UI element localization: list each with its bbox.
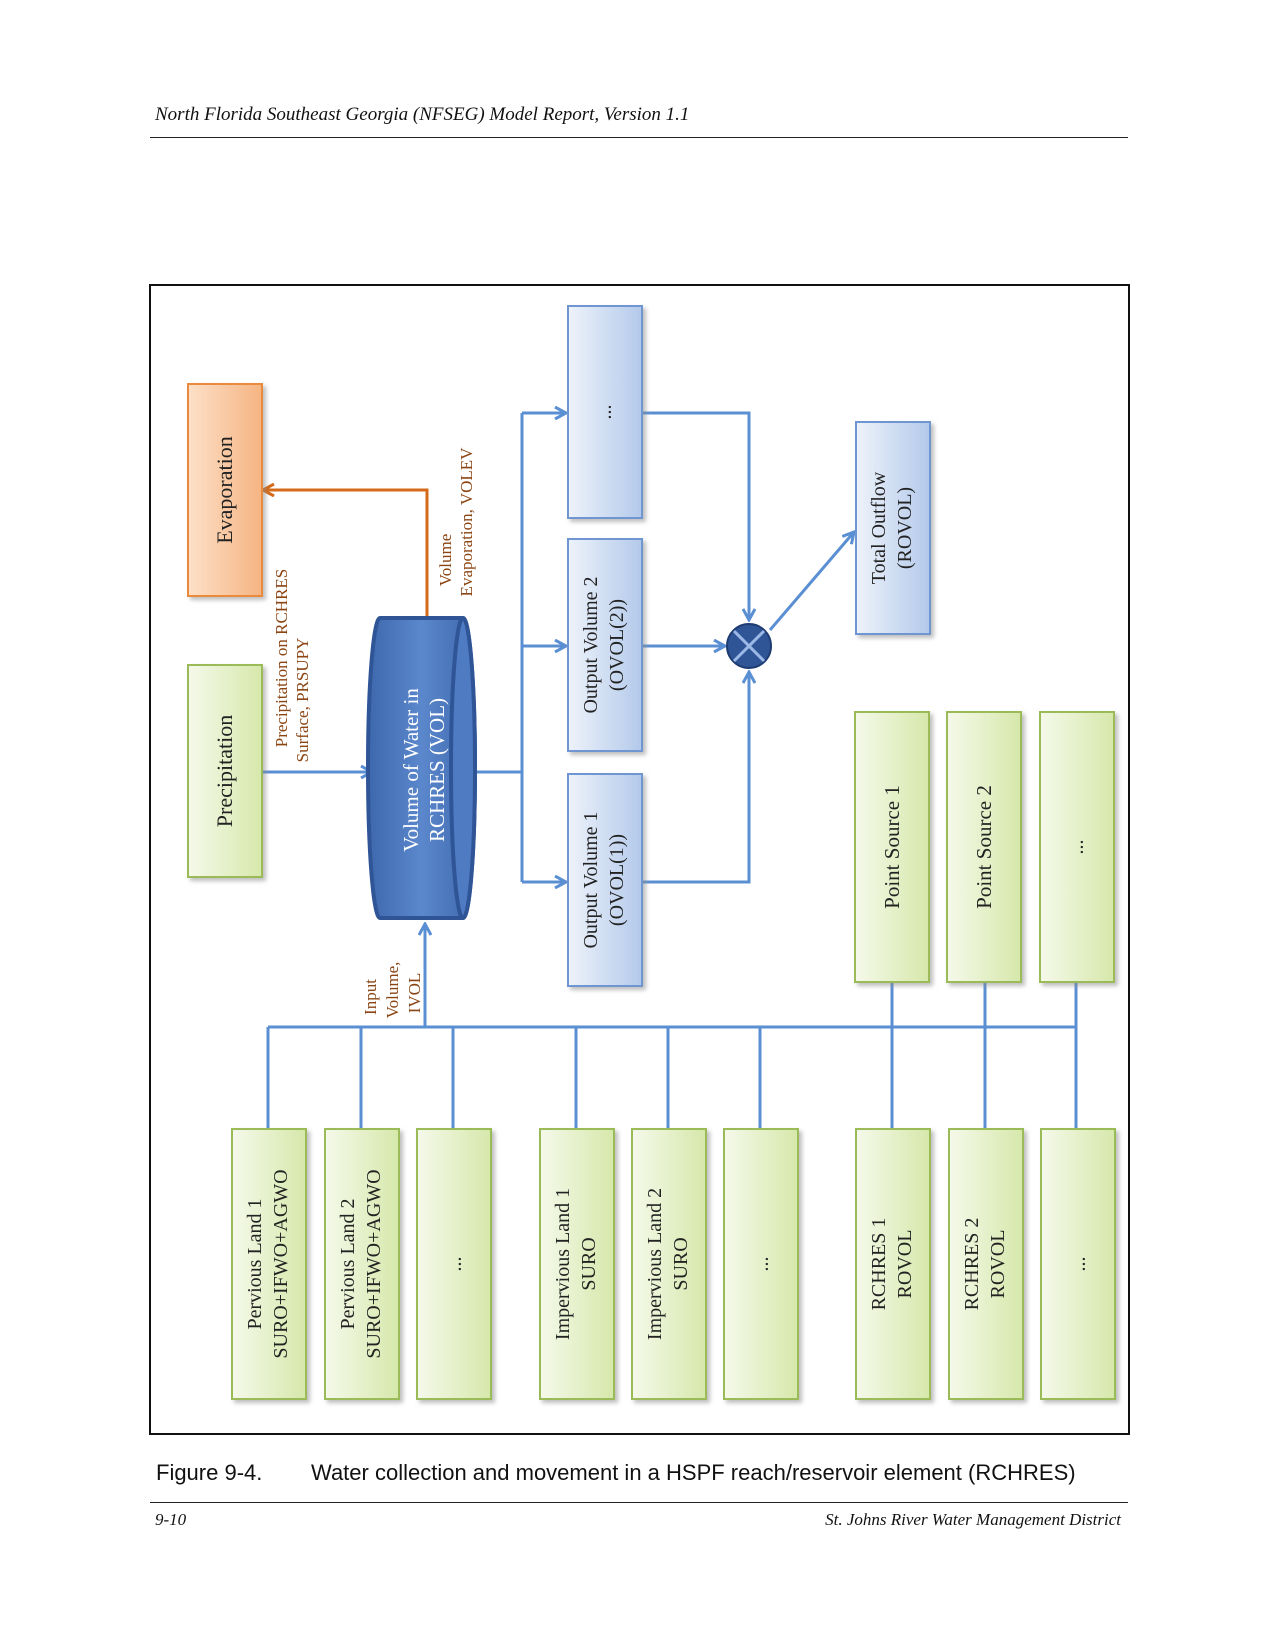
precip-flow-label: Precipitation on RCHRES Surface, PRSUPY (272, 569, 312, 763)
impervious2-label-line2: SURO (670, 1237, 692, 1290)
output-volume-2-box: Output Volume 2 (OVOL(2)) (567, 538, 643, 752)
total-outflow-label-line1: Total Outflow (868, 471, 890, 584)
evap-flow-label-line2: Evaporation, VOLEV (457, 447, 476, 597)
connectors (263, 411, 1078, 1128)
evaporation-arrow (263, 490, 429, 618)
rchres1-label-line1: RCHRES 1 (868, 1218, 890, 1311)
output1-to-junction (643, 672, 749, 884)
output1-label-line2: (OVOL(1)) (606, 834, 628, 926)
rchres1-label-line2: ROVOL (894, 1230, 916, 1299)
output2-label-line2: (OVOL(2)) (606, 599, 628, 691)
point-source-2-box: Point Source 2 (946, 711, 1022, 983)
figure-caption-text: Water collection and movement in a HSPF … (311, 1460, 1076, 1485)
rchres2-label-line1: RCHRES 2 (961, 1218, 983, 1311)
input-flow-label-line3: IVOL (405, 973, 424, 1014)
report-header: North Florida Southeast Georgia (NFSEG) … (155, 104, 690, 125)
input-flow-label: Input Volume, IVOL (361, 962, 424, 1019)
evap-flow-label: Volume Evaporation, VOLEV (436, 447, 476, 597)
output-volume-1-box: Output Volume 1 (OVOL(1)) (567, 773, 643, 987)
input-flow-label-line2: Volume, (383, 962, 402, 1019)
precipitation-label: Precipitation (212, 715, 237, 827)
figure-frame (149, 284, 1130, 1435)
header-rule (150, 137, 1128, 138)
input-flow-label-line1: Input (361, 979, 380, 1015)
pervious2-label-line2: SURO+IFWO+AGWO (363, 1169, 385, 1358)
figure-caption: Figure 9-4. Water collection and movement… (156, 1460, 1076, 1486)
precip-flow-label-line1: Precipitation on RCHRES (272, 569, 291, 748)
point-source-dots-label: ... (1066, 840, 1088, 855)
footer-rule (150, 1502, 1128, 1503)
rchres2-label-line2: ROVOL (987, 1230, 1009, 1299)
output-dots-label: ... (594, 405, 616, 420)
reservoir-label-line2: RCHRES (VOL) (425, 698, 449, 842)
impervious2-label-line1: Impervious Land 2 (644, 1188, 666, 1340)
pervious-dots-box: ... (416, 1128, 492, 1400)
point-source-1-box: Point Source 1 (854, 711, 930, 983)
pervious-dots-label: ... (444, 1257, 466, 1272)
impervious-land-1-box: Impervious Land 1 SURO (539, 1128, 615, 1400)
pervious-land-1-box: Pervious Land 1 SURO+IFWO+AGWO (231, 1128, 307, 1400)
evaporation-box: Evaporation (187, 383, 263, 597)
junction-to-total-arrow (768, 532, 854, 631)
summation-junction (726, 623, 772, 669)
point-source-1-label: Point Source 1 (880, 785, 904, 909)
evap-flow-label-line1: Volume (436, 534, 455, 587)
impervious1-label-line2: SURO (578, 1237, 600, 1290)
point-source-dots-box: ... (1039, 711, 1115, 983)
pervious1-label-line2: SURO+IFWO+AGWO (270, 1169, 292, 1358)
figure-number: Figure 9-4. (156, 1460, 263, 1485)
output1-label-line1: Output Volume 1 (580, 811, 602, 948)
impervious-land-2-box: Impervious Land 2 SURO (631, 1128, 707, 1400)
reservoir-cylinder: Volume of Water in RCHRES (VOL) (366, 616, 477, 920)
footer-organization: St. Johns River Water Management Distric… (825, 1510, 1121, 1529)
impervious1-label-line1: Impervious Land 1 (552, 1188, 574, 1340)
pervious2-label-line1: Pervious Land 2 (337, 1198, 359, 1329)
precipitation-box: Precipitation (187, 664, 263, 878)
total-outflow-label-line2: (ROVOL) (894, 487, 916, 569)
total-outflow-box: Total Outflow (ROVOL) (855, 421, 931, 635)
rchres-dots-label: ... (1068, 1257, 1090, 1272)
page-number: 9-10 (155, 1510, 187, 1529)
rchres-1-box: RCHRES 1 ROVOL (855, 1128, 931, 1400)
reservoir-label-line1: Volume of Water in (399, 688, 423, 852)
output2-label-line1: Output Volume 2 (580, 576, 602, 713)
impervious-dots-box: ... (723, 1128, 799, 1400)
evaporation-label: Evaporation (212, 436, 237, 544)
point-source-2-label: Point Source 2 (972, 785, 996, 909)
rchres-dots-box: ... (1040, 1128, 1116, 1400)
pervious-land-2-box: Pervious Land 2 SURO+IFWO+AGWO (324, 1128, 400, 1400)
precip-flow-label-line2: Surface, PRSUPY (293, 638, 312, 763)
output-dots-box: ... (567, 305, 643, 519)
impervious-dots-label: ... (751, 1257, 773, 1272)
pervious1-label-line1: Pervious Land 1 (244, 1198, 266, 1329)
output-dots-to-junction (643, 411, 749, 620)
rchres-2-box: RCHRES 2 ROVOL (948, 1128, 1024, 1400)
